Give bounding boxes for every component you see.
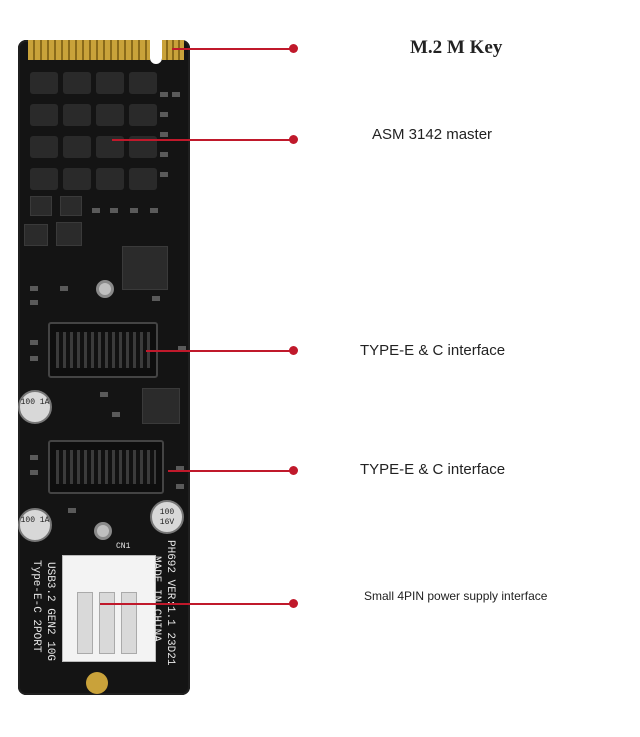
heatsink (30, 72, 158, 190)
mounting-hole (94, 522, 112, 540)
4pin-power-connector (62, 555, 156, 662)
chip (122, 246, 168, 290)
type-e-connector-1 (48, 322, 158, 378)
leader-dot (289, 135, 298, 144)
screw-mount-pad (86, 672, 108, 694)
leader-dot (289, 346, 298, 355)
capacitor: 100 1A (18, 390, 52, 424)
leader-line-interface-1 (146, 350, 292, 352)
interface-label-1: TYPE-E & C interface (360, 342, 506, 359)
silkscreen-ports: Type-E-C 2PORT (30, 560, 42, 653)
chip (60, 196, 82, 216)
power-label: Small 4PIN power supply interface (364, 589, 548, 603)
gold-edge-contacts (28, 40, 150, 60)
gold-edge-contacts-small (162, 40, 184, 60)
type-e-connector-2 (48, 440, 164, 494)
m2-key-label: M.2 M Key (410, 37, 503, 58)
chip (142, 388, 180, 424)
silkscreen-usb: USB3.2 GEN2 10G (44, 562, 56, 662)
chip (56, 222, 82, 246)
connector-label: CN1 (116, 542, 131, 551)
capacitor: 100 1A (18, 508, 52, 542)
silkscreen-made-in: MADE IN CHINA (150, 556, 162, 642)
leader-dot (289, 466, 298, 475)
interface-label-2: TYPE-E & C interface (360, 461, 506, 478)
mounting-hole (96, 280, 114, 298)
chip (24, 224, 48, 246)
chip (30, 196, 52, 216)
leader-dot (289, 44, 298, 53)
leader-line-controller (112, 139, 292, 141)
m-key-notch (150, 38, 162, 64)
controller-label: ASM 3142 master (372, 126, 493, 143)
capacitor: 100 16V (150, 500, 184, 534)
leader-line-power (100, 603, 292, 605)
leader-dot (289, 599, 298, 608)
leader-line-m2 (172, 48, 292, 50)
leader-line-interface-2 (168, 470, 292, 472)
